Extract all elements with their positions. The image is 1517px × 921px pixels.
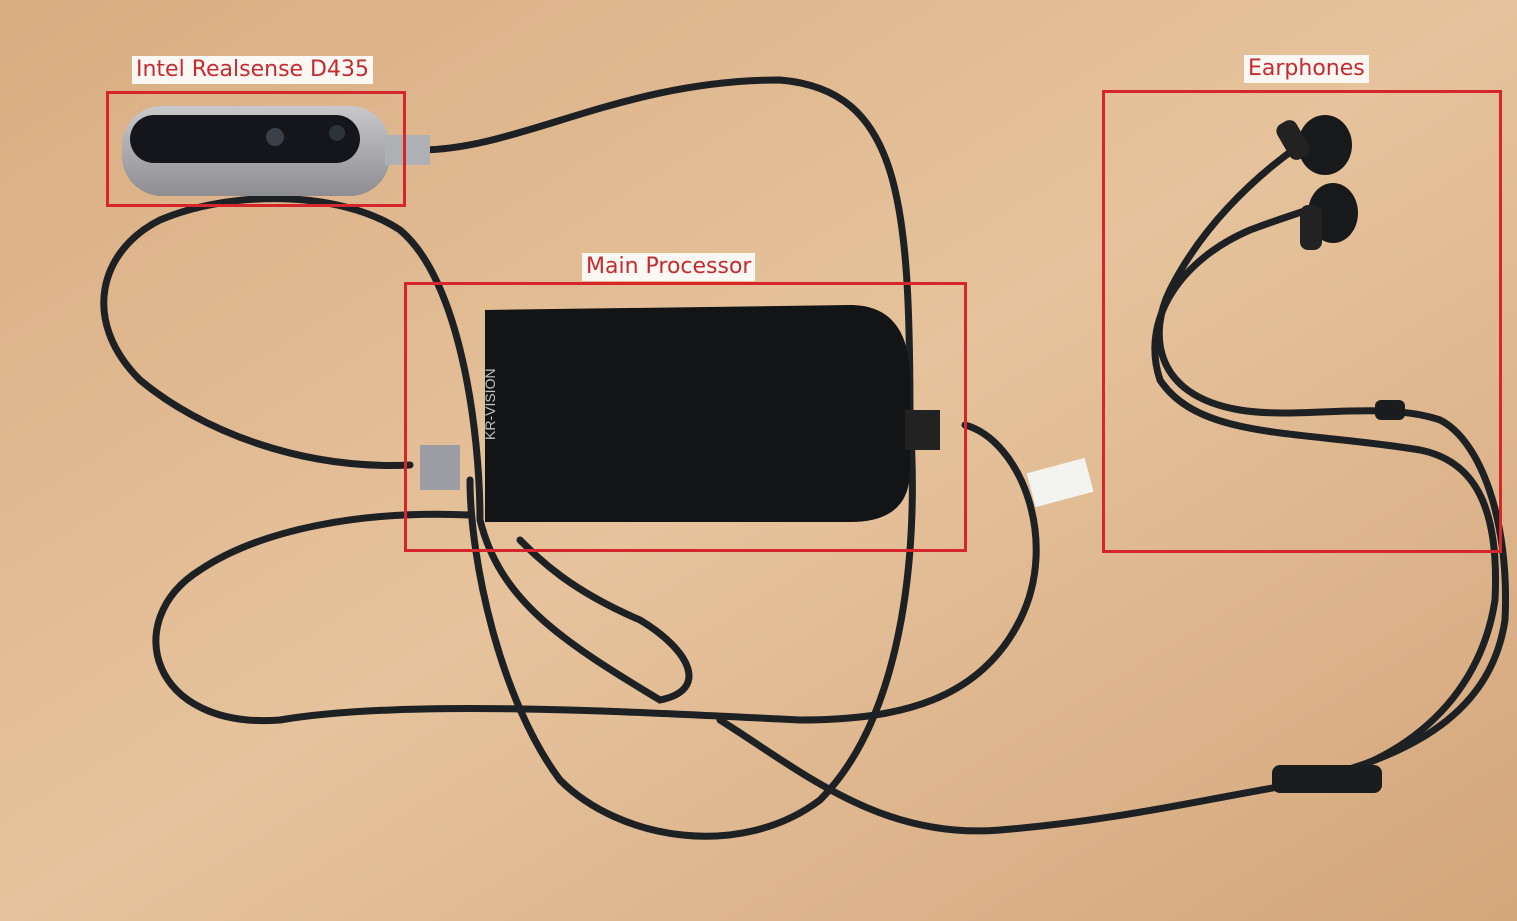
annotation-box-realsense	[106, 91, 406, 207]
earphone-mic	[1375, 400, 1405, 420]
annotation-box-main-processor	[404, 282, 967, 552]
earphone-remote	[1272, 765, 1382, 793]
annotation-label-realsense: Intel Realsense D435	[132, 56, 373, 84]
ce-label-tag	[1026, 457, 1094, 508]
device-branding: KR-VISION	[482, 368, 498, 440]
earbud-top	[1276, 115, 1352, 175]
annotation-label-earphones: Earphones	[1244, 55, 1369, 83]
cables	[100, 76, 1510, 840]
main-processor: KR-VISION	[420, 305, 940, 522]
annotation-box-earphones	[1102, 90, 1502, 553]
annotation-label-main-processor: Main Processor	[582, 253, 756, 281]
earbud-bottom	[1300, 183, 1358, 250]
realsense-camera	[122, 106, 430, 196]
